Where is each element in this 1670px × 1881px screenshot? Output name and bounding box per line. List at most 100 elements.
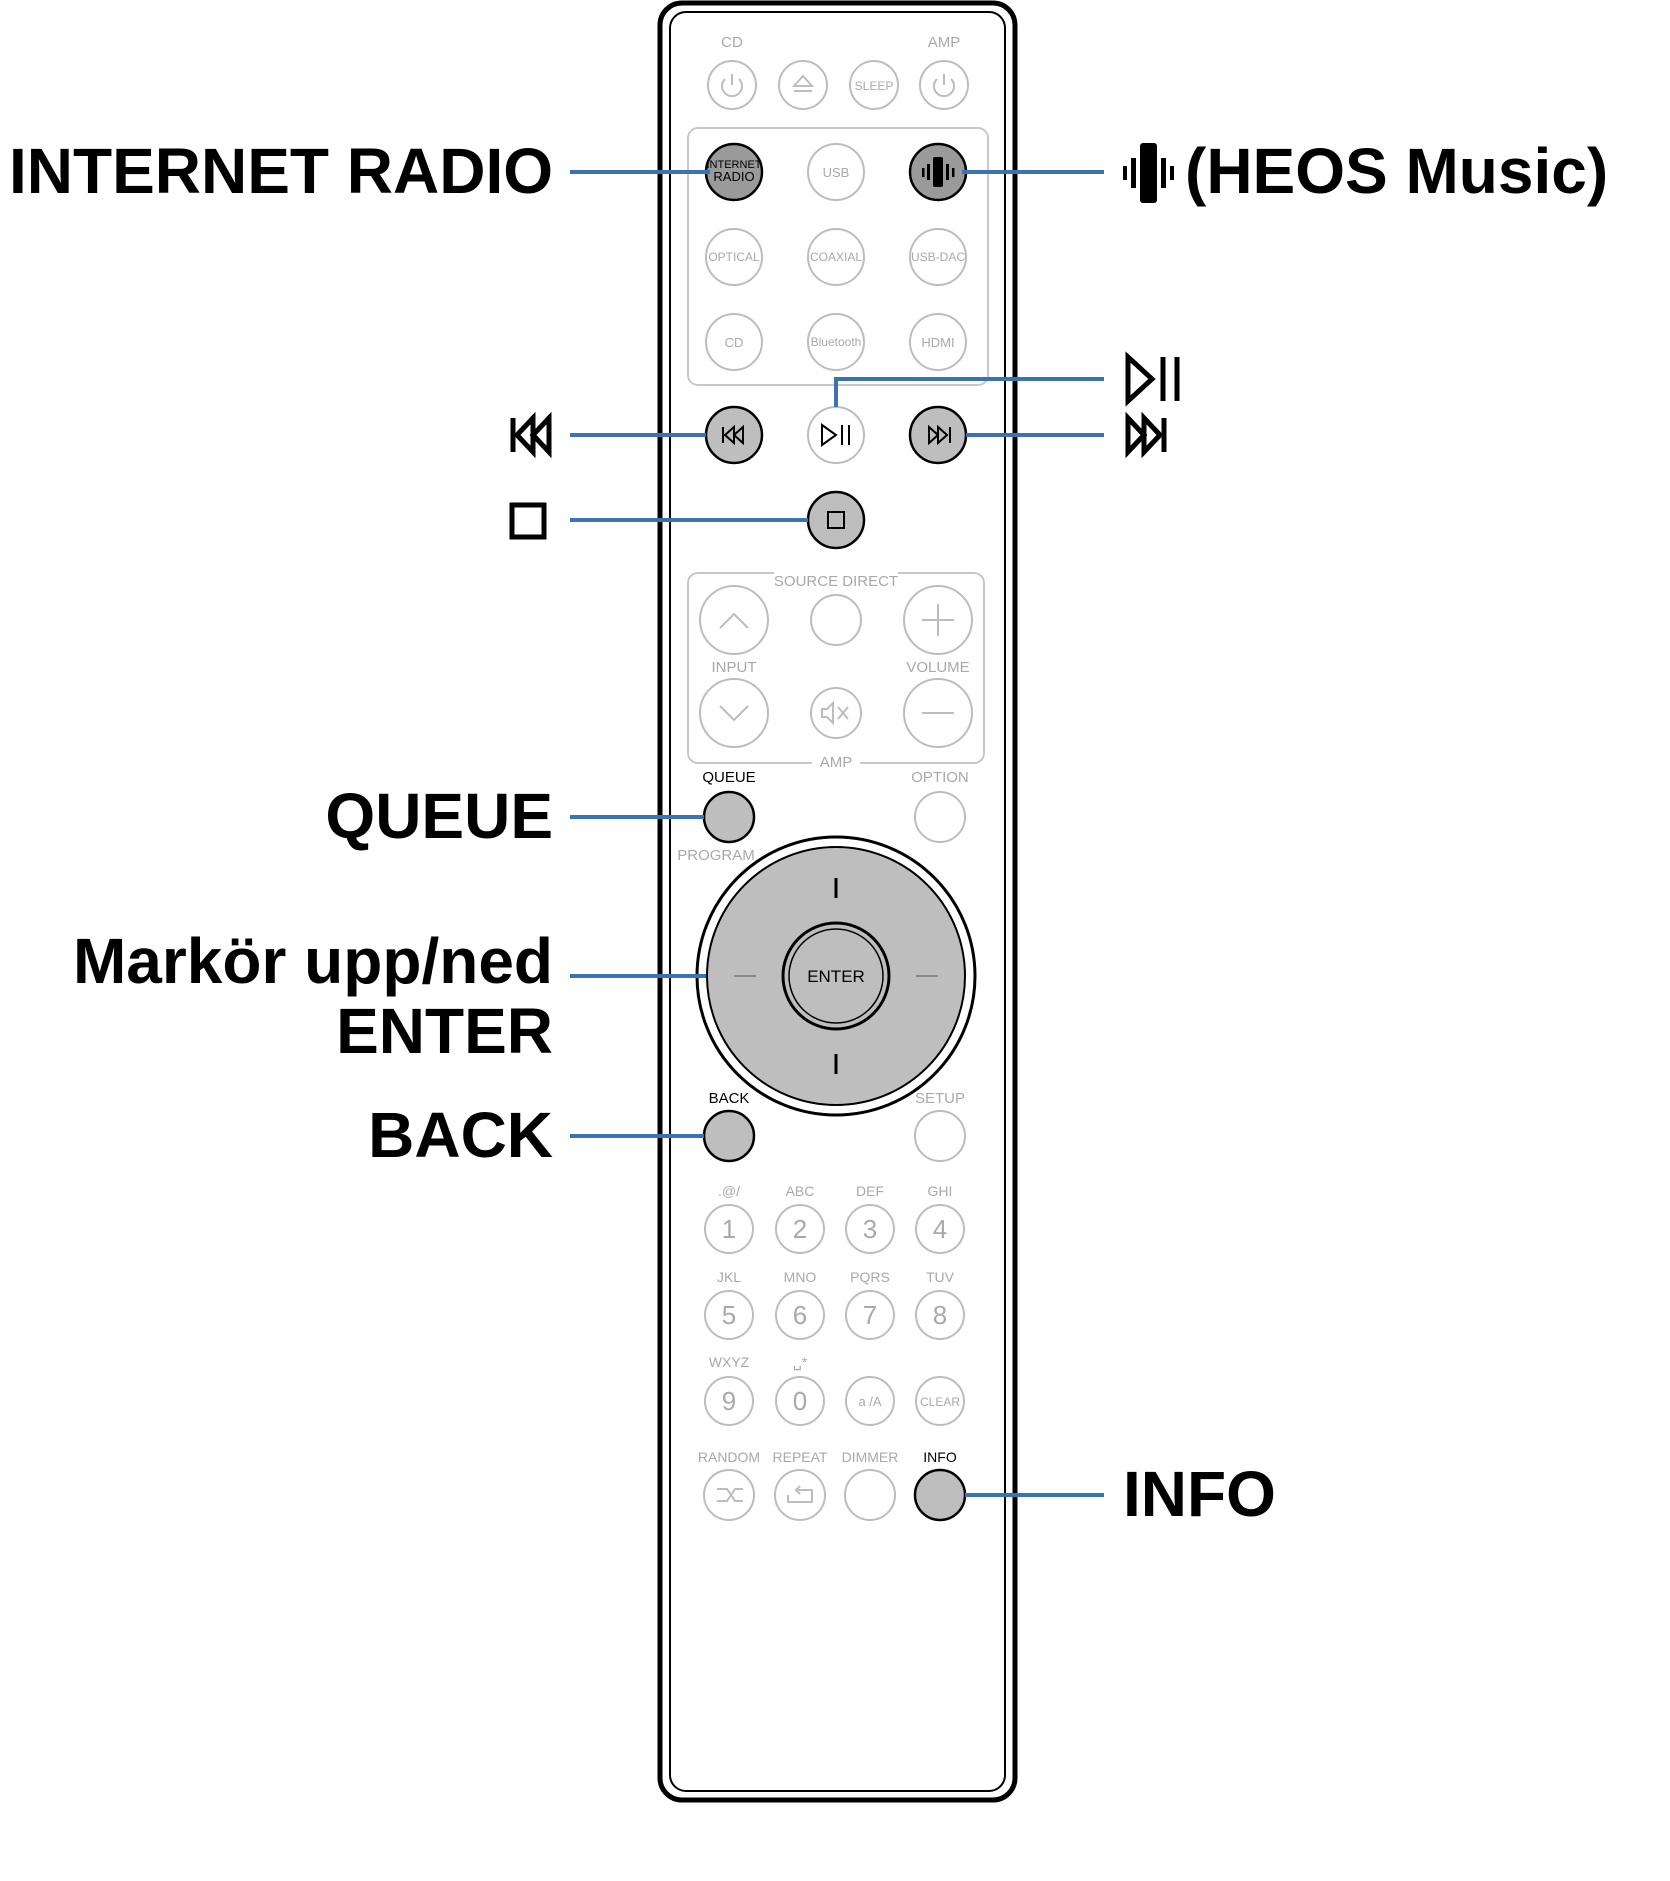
back-remote-label: BACK [709,1090,750,1107]
eject-button[interactable] [778,60,828,110]
key-8-digit: 8 [933,1300,947,1330]
heos-music-button[interactable] [908,142,968,202]
coaxial-button[interactable]: COAXIAL [807,228,865,286]
queue-button[interactable] [702,790,756,844]
key-1[interactable]: 1 [704,1204,754,1254]
key-7[interactable]: 7 [845,1290,895,1340]
info-remote-label: INFO [923,1449,957,1465]
key-5[interactable]: 5 [704,1290,754,1340]
stop-icon [827,511,845,529]
stop-button[interactable] [806,490,866,550]
chevron-up-icon [719,612,749,629]
amp-panel: SOURCE DIRECT AMP INPUT VOLUME [687,571,985,771]
usb-button[interactable]: USB [807,143,865,201]
mute-button[interactable] [810,687,862,739]
key-3-digit: 3 [863,1214,877,1244]
case-toggle-button[interactable]: a /A [845,1376,895,1426]
power-icon [721,74,743,98]
heos-icon [1123,143,1174,203]
key-4-letters: GHI [928,1183,953,1199]
play-pause-button[interactable] [807,406,865,464]
info-button[interactable] [913,1468,967,1522]
key-6-letters: MNO [784,1269,817,1285]
amp-power-label: AMP [928,34,961,51]
setup-button[interactable] [914,1110,966,1162]
key-6[interactable]: 6 [775,1290,825,1340]
volume-up-button[interactable] [903,585,973,655]
numeric-keypad: .@/ ABC DEF GHI 1 2 3 4 JKL MNO PQRS TUV… [704,1183,965,1426]
usb-dac-button[interactable]: USB-DAC [909,228,967,286]
random-label: RANDOM [698,1449,760,1465]
key-8[interactable]: 8 [915,1290,965,1340]
clear-button[interactable]: CLEAR [915,1376,965,1426]
key-6-digit: 6 [793,1300,807,1330]
cursor-pad[interactable]: ENTER [695,835,977,1117]
key-0-letters: ␣* [793,1354,808,1371]
repeat-icon [787,1485,813,1503]
key-2[interactable]: 2 [775,1204,825,1254]
key-9[interactable]: 9 [704,1376,754,1426]
program-label: PROGRAM [677,847,755,864]
key-7-digit: 7 [863,1300,877,1330]
usb-label: USB [823,165,850,180]
input-up-button[interactable] [699,585,769,655]
leader-lines [570,170,1104,1497]
hdmi-button[interactable]: HDMI [909,313,967,371]
key-0-digit: 0 [793,1386,807,1416]
repeat-button[interactable] [774,1469,826,1521]
internet-radio-button[interactable]: INTERNET RADIO [704,142,764,202]
key-2-digit: 2 [793,1214,807,1244]
optical-label: OPTICAL [708,250,760,264]
volume-down-button[interactable] [903,678,973,748]
key-9-letters: WXYZ [709,1354,750,1370]
hdmi-label: HDMI [921,335,954,350]
stop-icon [509,502,547,540]
enter-label: ENTER [807,967,865,986]
input-label: INPUT [712,659,757,676]
internet-radio-label-line2: RADIO [713,169,754,184]
volume-label: VOLUME [906,659,969,676]
key-4[interactable]: 4 [915,1204,965,1254]
option-button[interactable] [914,791,966,843]
internet-radio-label-line1: INTERNET [707,159,762,171]
bluetooth-label: Bluetooth [811,335,862,349]
usb-dac-label: USB-DAC [911,250,965,264]
optical-button[interactable]: OPTICAL [705,228,763,286]
key-1-digit: 1 [722,1214,736,1244]
dimmer-button[interactable] [844,1469,896,1521]
chevron-down-icon [719,705,749,722]
previous-button[interactable] [704,405,764,465]
cd-source-button[interactable]: CD [705,313,763,371]
key-4-digit: 4 [933,1214,947,1244]
input-down-button[interactable] [699,678,769,748]
source-panel: INTERNET RADIO USB OPTICAL COAXIAL [687,127,989,386]
leader-play-pause [834,377,1104,407]
play-pause-icon [821,423,850,447]
case-label: a /A [858,1394,881,1409]
option-label: OPTION [911,769,969,786]
key-3-letters: DEF [856,1183,884,1199]
cd-power-label: CD [721,34,743,51]
random-button[interactable] [703,1469,755,1521]
amp-power-button[interactable] [919,60,969,110]
bluetooth-button[interactable]: Bluetooth [807,313,865,371]
play-pause-icon [1125,351,1180,407]
next-icon [928,424,951,446]
dimmer-label: DIMMER [842,1449,899,1465]
back-button[interactable] [702,1109,756,1163]
source-direct-button[interactable] [810,594,862,646]
cd-power-button[interactable] [707,60,757,110]
plus-icon [922,604,954,636]
enter-button[interactable]: ENTER [781,921,891,1031]
cd-source-label: CD [725,335,744,350]
callout-info: INFO [1123,1458,1276,1530]
next-button[interactable] [908,405,968,465]
repeat-label: REPEAT [773,1449,828,1465]
key-2-letters: ABC [786,1183,815,1199]
queue-remote-label: QUEUE [702,769,755,786]
amp-label: AMP [820,754,853,771]
key-3[interactable]: 3 [845,1204,895,1254]
sleep-button[interactable]: SLEEP [849,60,899,110]
key-0[interactable]: 0 [775,1376,825,1426]
shuffle-icon [717,1488,743,1502]
